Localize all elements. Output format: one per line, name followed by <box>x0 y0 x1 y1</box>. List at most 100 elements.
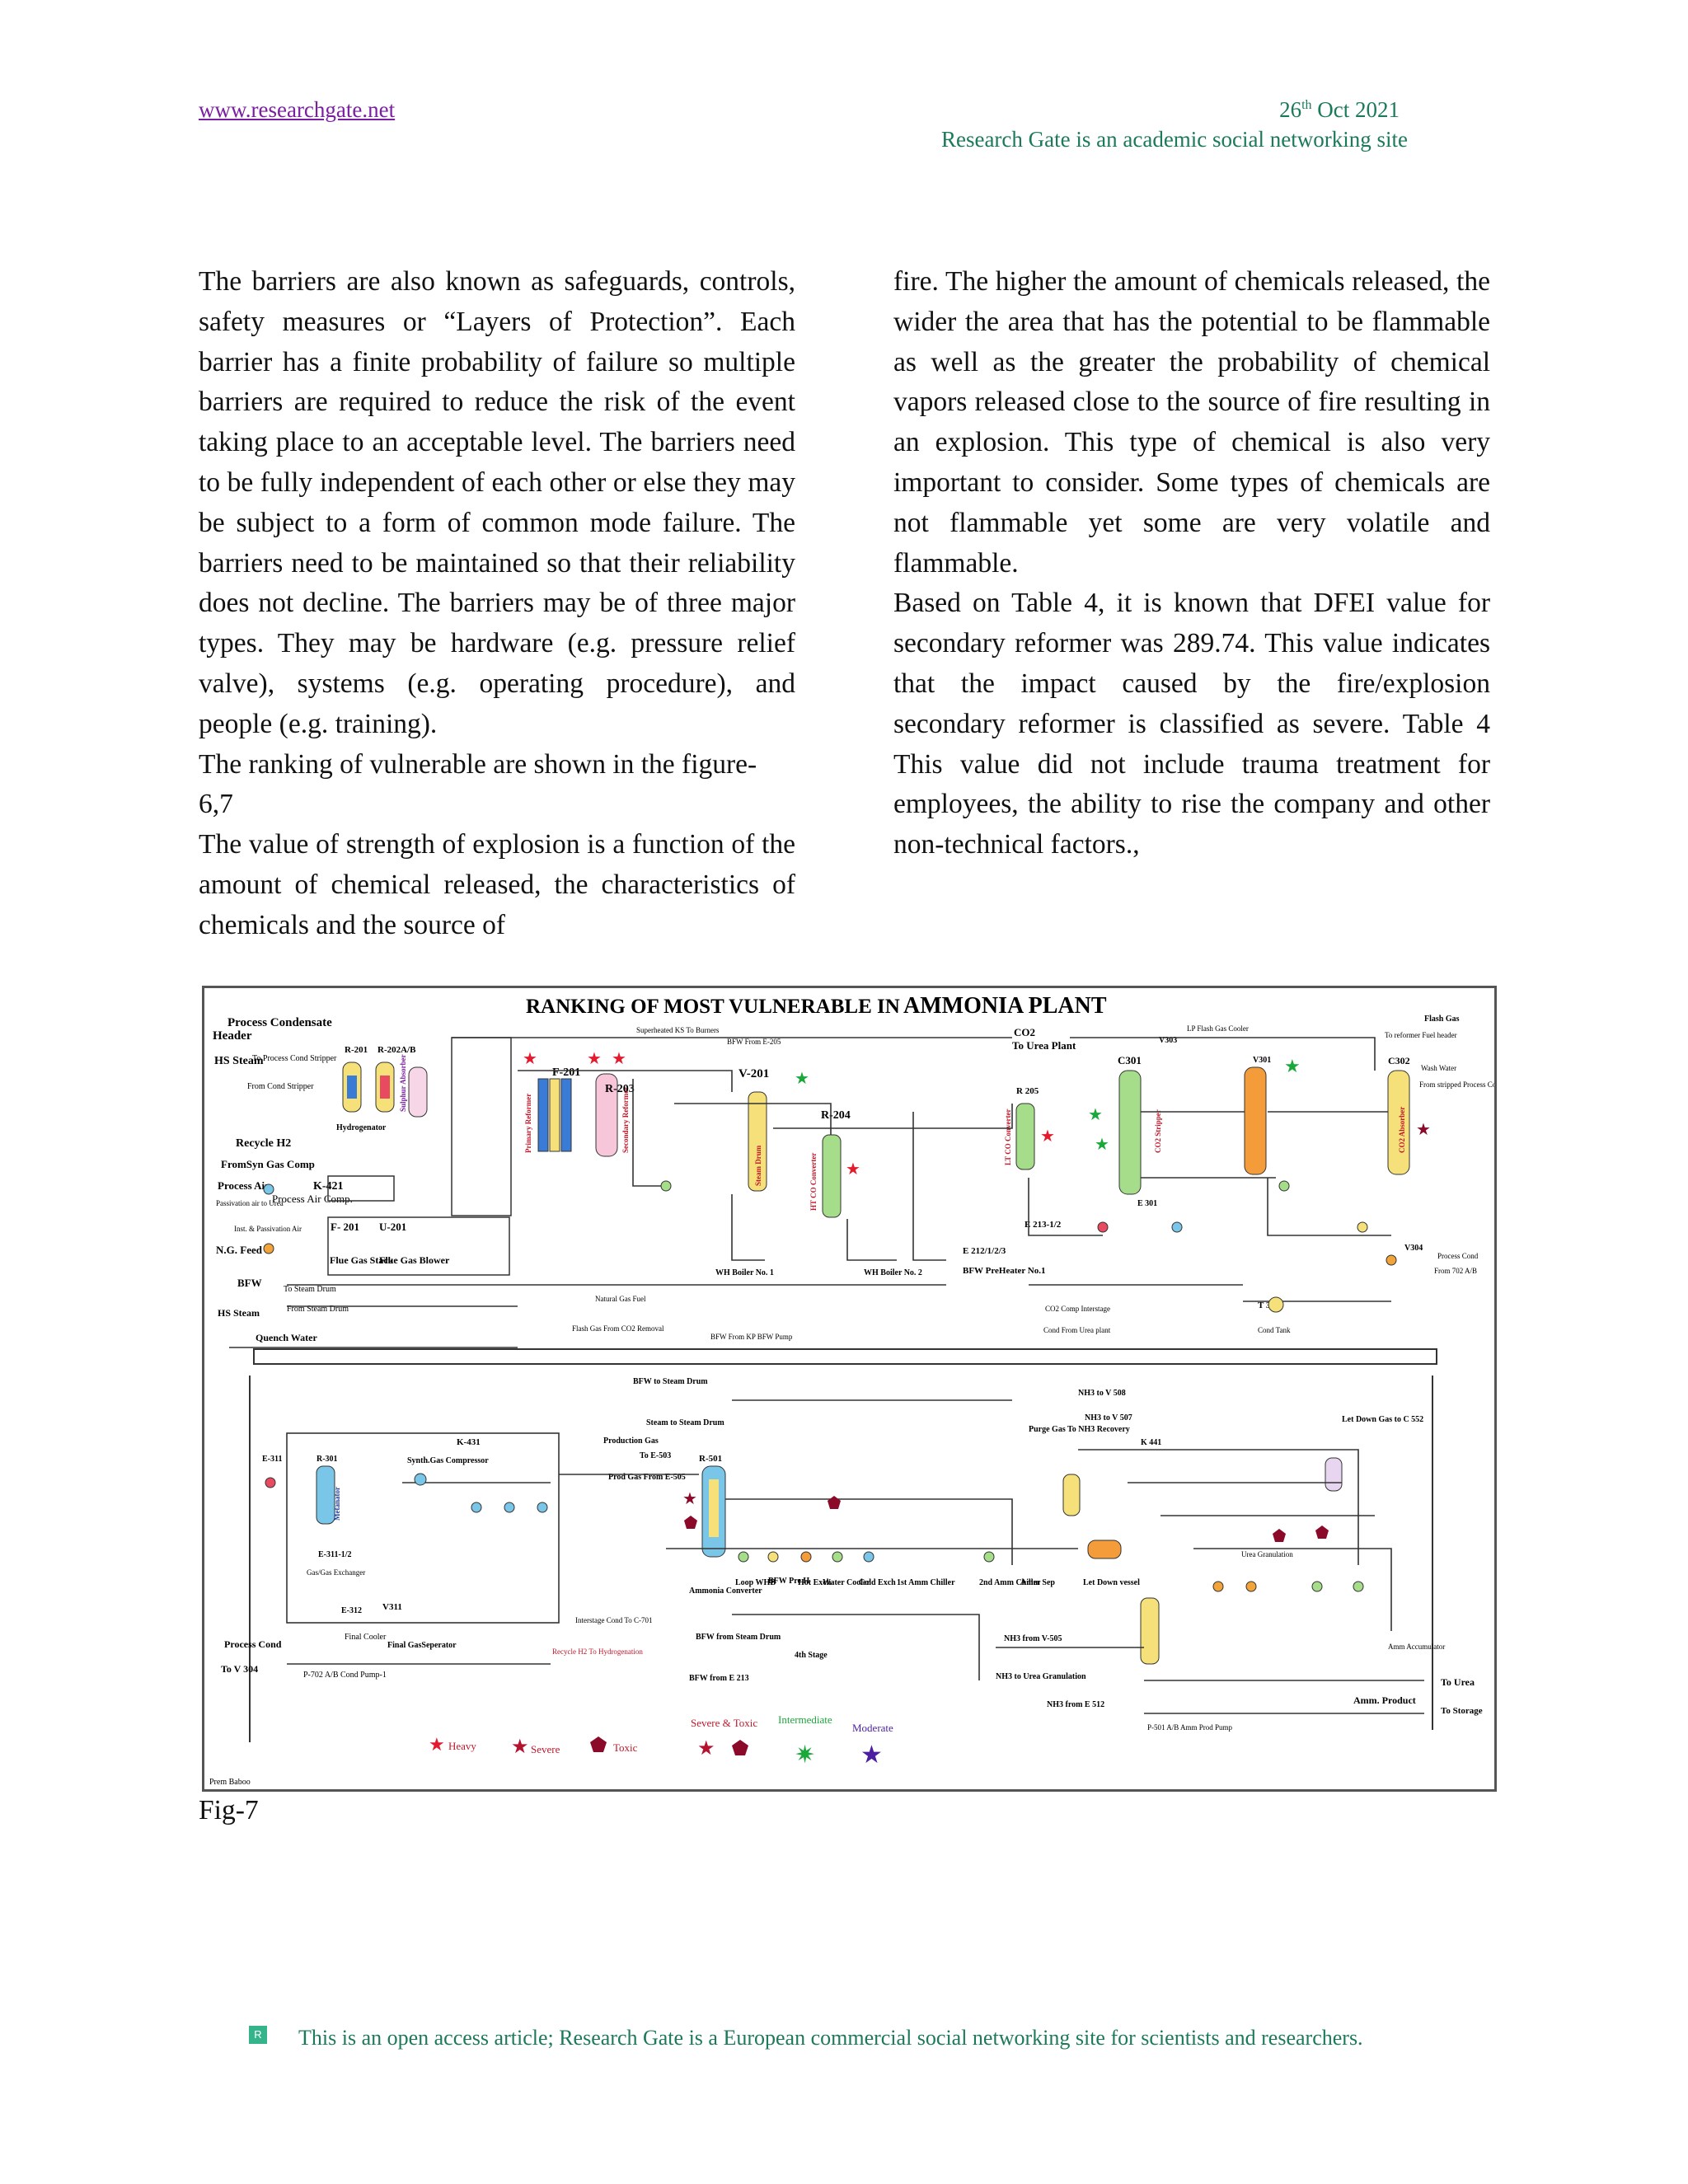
label: BFW <box>237 1277 262 1289</box>
label: E-312 <box>341 1606 362 1615</box>
label: Cond From Urea plant <box>1043 1326 1111 1334</box>
label: V301 <box>1253 1056 1271 1065</box>
label: Recycle H2 To Hydrogenation <box>552 1647 643 1656</box>
label: 1st Amm Chiller <box>897 1578 955 1587</box>
label: R-204 <box>821 1109 851 1122</box>
exchangers-top <box>660 1180 1397 1313</box>
label: NH3 to V 507 <box>1085 1413 1132 1422</box>
label: Quench Water <box>256 1332 317 1343</box>
label: Flash Gas <box>1424 1015 1460 1024</box>
legend-moderate: Moderate <box>852 1722 893 1734</box>
label: Water Cooler <box>823 1578 870 1587</box>
label: Gas/Gas Exchanger <box>307 1568 365 1577</box>
label: R-202A/B <box>377 1045 416 1055</box>
label: Steam Drum <box>754 1145 762 1186</box>
steam-drum-vessel <box>748 1091 767 1192</box>
exchangers-bottom <box>265 1473 1364 1592</box>
severe-icon: ★ <box>511 1736 529 1758</box>
label: Flue Gas Blower <box>379 1254 450 1266</box>
label: HT CO Converter <box>809 1153 818 1211</box>
label: Passivation air to Urea <box>216 1199 284 1207</box>
label: To V 304 <box>221 1663 258 1675</box>
label: K 441 <box>1141 1438 1161 1447</box>
label: E 212/1/2/3 <box>963 1246 1006 1256</box>
label: From stripped Process Cond <box>1419 1080 1494 1089</box>
label: Amm Accumulator <box>1388 1643 1445 1651</box>
label: Cold Exch <box>859 1578 896 1587</box>
svg-text:★: ★ <box>612 1050 626 1068</box>
label: R-201 <box>345 1045 368 1055</box>
label: BFW from Steam Drum <box>696 1633 781 1642</box>
header-date: 26th Oct 2021 <box>1279 97 1400 122</box>
label: BFW PreHeater No.1 <box>963 1266 1046 1276</box>
svg-text:★: ★ <box>1416 1121 1431 1139</box>
top-piping <box>229 1037 1391 1348</box>
label: BFW From KP BFW Pump <box>710 1333 793 1341</box>
process-flow-svg: RANKING OF MOST VULNERABLE IN AMMONIA PL… <box>209 993 1504 1787</box>
diagram-title: RANKING OF MOST VULNERABLE IN <box>526 996 900 1018</box>
header-tagline: Research Gate is an academic social netw… <box>940 127 1408 152</box>
figure-caption: Fig-7 <box>199 1795 259 1825</box>
label: Prod Gas From E-505 <box>608 1473 686 1482</box>
diagram-credit: Prem Baboo <box>209 1778 251 1787</box>
label: NH3 from E 512 <box>1047 1700 1104 1709</box>
label: Cond Tank <box>1258 1326 1291 1334</box>
label: Hot Exch <box>798 1578 832 1587</box>
intermediate-icon: ✷ <box>795 1741 815 1769</box>
section-divider <box>253 1348 1437 1365</box>
label: Primary Reformer <box>524 1094 532 1153</box>
label: Process Condensate <box>227 1016 332 1029</box>
legend-toxic: Toxic <box>613 1741 638 1754</box>
label: HS Steam <box>214 1055 264 1067</box>
right-column: fire. The higher the amount of chemicals… <box>893 262 1490 865</box>
risk-legend: ★ Heavy ★ Severe Toxic Severe & Toxic ★ … <box>429 1713 893 1769</box>
label: NH3 from V-505 <box>1004 1634 1062 1643</box>
label: V311 <box>382 1602 402 1612</box>
label: Final Cooler <box>345 1633 387 1642</box>
paragraph: fire. The higher the amount of chemicals… <box>893 266 1490 579</box>
researchgate-link[interactable]: www.researchgate.net <box>199 97 396 122</box>
label: BFW Pre H <box>768 1577 809 1586</box>
legend-heavy: Heavy <box>448 1740 476 1752</box>
svg-text:★: ★ <box>1088 1106 1103 1124</box>
label: Final GasSeperator <box>387 1641 457 1650</box>
label: Steam to Steam Drum <box>646 1418 724 1427</box>
label: To reformer Fuel header <box>1385 1031 1457 1039</box>
flash-drum-vessel <box>1244 1066 1267 1175</box>
label: E-311-1/2 <box>318 1550 352 1559</box>
label: Flash Gas From CO2 Removal <box>572 1324 664 1333</box>
label: NH3 to V 508 <box>1078 1389 1126 1398</box>
svg-text:★: ★ <box>846 1160 860 1179</box>
label: Let Down Gas to C 552 <box>1342 1415 1423 1424</box>
ammonia-plant-diagram: RANKING OF MOST VULNERABLE IN AMMONIA PL… <box>202 986 1504 1792</box>
label: R-203 <box>605 1083 635 1095</box>
label: N.G. Feed <box>216 1244 263 1256</box>
label: R-501 <box>699 1454 722 1464</box>
paragraph: The value of strength of explosion is a … <box>199 829 795 940</box>
toxic-icon <box>590 1736 607 1752</box>
label: WH Boiler No. 2 <box>864 1268 922 1277</box>
ht-co-converter-vessel <box>822 1134 842 1218</box>
label: Wash Water <box>1421 1064 1456 1072</box>
label: Purge Gas To NH3 Recovery <box>1029 1425 1130 1434</box>
label: LT CO Converter <box>1004 1108 1012 1165</box>
label: From 702 A/B <box>1434 1267 1477 1275</box>
label: Secondary Reformer <box>621 1087 630 1153</box>
legend-intermediate: Intermediate <box>778 1713 832 1726</box>
label: Loop WHB <box>735 1578 776 1587</box>
label: E 213-1/2 <box>1025 1220 1062 1230</box>
label: Interstage Cond To C-701 <box>575 1616 652 1624</box>
label: 4th Stage <box>795 1651 828 1660</box>
label: F-201 <box>552 1066 580 1079</box>
paragraph: Based on Table 4, it is known that DFEI … <box>893 588 1490 860</box>
metanator-vessel <box>316 1465 335 1525</box>
svg-text:★: ★ <box>795 1070 809 1088</box>
reformer-tubes <box>537 1078 572 1152</box>
label: R 205 <box>1016 1086 1039 1096</box>
label: R-301 <box>316 1455 338 1464</box>
label: E 301 <box>1137 1199 1157 1208</box>
label: 2nd Amm Chiller <box>979 1578 1041 1587</box>
label: Production Gas <box>603 1436 659 1446</box>
label: V303 <box>1159 1036 1177 1045</box>
label: Urea Granulation <box>1241 1550 1293 1558</box>
